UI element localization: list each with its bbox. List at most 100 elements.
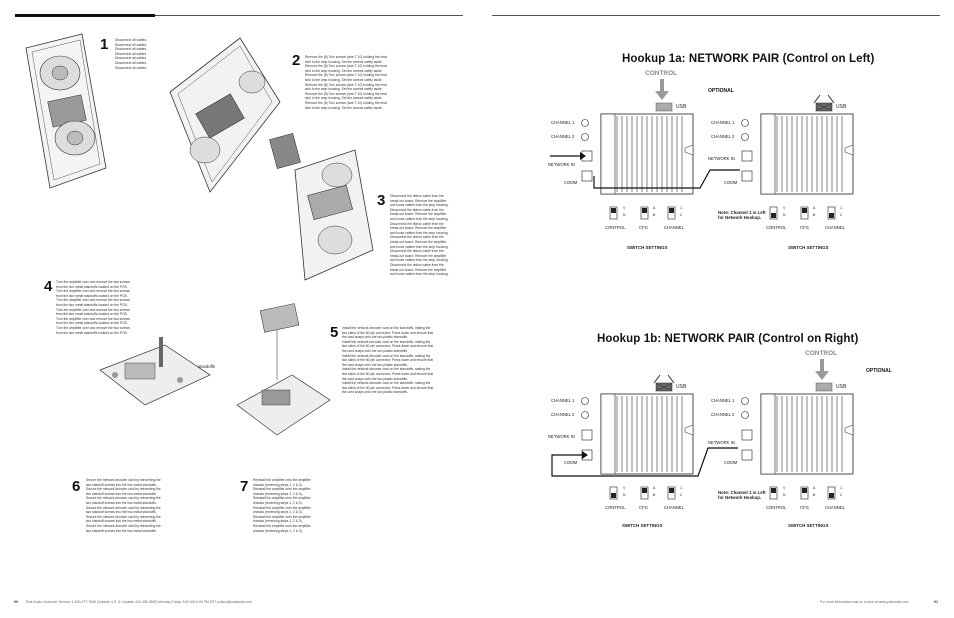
switch-cfg-label: CFG — [639, 225, 648, 230]
switch-mark: A — [813, 486, 816, 490]
switch-mark: 2 — [680, 493, 682, 497]
switch-control-label: CONTROL — [605, 505, 626, 510]
switch-mark: A — [813, 206, 816, 210]
step1-illustration — [25, 33, 107, 189]
switch-control — [609, 486, 618, 500]
usb-label: USB — [676, 384, 687, 390]
footer: For more information visit us on-line at… — [820, 600, 909, 604]
optional-arrow-icon — [813, 94, 835, 104]
network-cable — [550, 152, 740, 189]
comm-label: COMM — [564, 460, 578, 465]
switch-mark: B — [653, 493, 656, 497]
usb-label: USB — [836, 384, 847, 390]
switch-cfg — [640, 206, 649, 220]
network-in-label: NETWORK IN — [708, 156, 735, 161]
switch-cfg — [640, 486, 649, 500]
comm-label: COMM — [564, 180, 578, 185]
hookup-title: Hookup 1a: NETWORK PAIR (Control on Left… — [622, 53, 875, 65]
switch-mark: 2 — [840, 493, 842, 497]
control-arrow-icon — [815, 359, 829, 380]
switch-mark: 1 — [680, 486, 682, 490]
optional-label: OPTIONAL — [708, 88, 734, 94]
step2-illustration — [169, 37, 281, 193]
step4-illustration — [99, 337, 211, 406]
switch-cfg-label: CFG — [639, 505, 648, 510]
usb-port-right — [815, 102, 833, 112]
switch-channel-label: CHANNEL — [664, 225, 685, 230]
top-rule-thick — [15, 14, 155, 17]
switch-channel — [827, 486, 836, 500]
switch-mark: B — [813, 493, 816, 497]
switch-cfg — [800, 206, 809, 220]
control-label: CONTROL — [805, 350, 838, 357]
amplifier-left — [600, 113, 694, 195]
channel-jack-icon — [581, 119, 589, 141]
switch-cfg-label: CFG — [800, 225, 809, 230]
optional-arrow-icon — [653, 374, 675, 384]
top-rule-right — [492, 15, 940, 16]
switch-mark: N — [783, 213, 786, 217]
usb-label: USB — [836, 104, 847, 110]
control-arrow-icon — [655, 79, 669, 100]
switch-control-label: CONTROL — [766, 505, 787, 510]
switch-control — [769, 206, 778, 220]
switch-mark: 1 — [680, 206, 682, 210]
switch-mark: 2 — [680, 213, 682, 217]
step-number: 7 — [240, 478, 249, 495]
step-text: Disconnect the ribbon cable from the bre… — [390, 194, 449, 277]
network-port-icon — [741, 150, 753, 182]
switch-mark: V — [623, 486, 626, 490]
step-number: 6 — [72, 478, 81, 495]
channel-jack-icon — [741, 397, 749, 419]
step-number: 3 — [377, 192, 386, 209]
step-number: 1 — [100, 36, 109, 53]
page-number: 00 — [14, 600, 18, 604]
amplifier-right — [760, 113, 854, 195]
usb-port-right — [815, 382, 833, 392]
usb-label: USB — [676, 104, 687, 110]
step-number: 2 — [292, 52, 301, 69]
switch-settings-label: SWITCH SETTINGS — [788, 245, 829, 250]
switch-channel-label: CHANNEL — [825, 225, 846, 230]
switch-control — [609, 206, 618, 220]
switch-mark: B — [813, 213, 816, 217]
network-note: Note: Channel 1 is Left for Network Hook… — [718, 490, 766, 500]
switch-control-label: CONTROL — [605, 225, 626, 230]
switch-mark: A — [653, 206, 656, 210]
channel-1-label: CHANNEL 1 — [711, 398, 735, 403]
network-cable — [551, 447, 738, 477]
switch-mark: B — [653, 213, 656, 217]
switch-channel-label: CHANNEL — [825, 505, 846, 510]
step5-illustration — [236, 303, 331, 436]
comm-label: COMM — [724, 180, 738, 185]
step-text: Disconnect all cables. Disconnect all ca… — [115, 38, 147, 70]
network-port-icon — [741, 429, 753, 461]
channel-2-label: CHANNEL 2 — [711, 412, 735, 417]
channel-2-label: CHANNEL 2 — [551, 134, 575, 139]
step-text: Remove the (8) Torx screws (size T-10) h… — [305, 55, 387, 110]
switch-channel — [667, 486, 676, 500]
switch-mark: N — [783, 493, 786, 497]
channel-1-label: CHANNEL 1 — [711, 120, 735, 125]
step-number: 5 — [330, 324, 339, 341]
switch-settings-label: SWITCH SETTINGS — [788, 523, 829, 528]
comm-label: COMM — [724, 460, 738, 465]
switch-control — [769, 486, 778, 500]
switch-mark: 2 — [840, 213, 842, 217]
channel-2-label: CHANNEL 2 — [711, 134, 735, 139]
amplifier-right — [760, 393, 854, 475]
channel-2-label: CHANNEL 2 — [551, 412, 575, 417]
step-text: Reinstall the amplifier onto the amplifi… — [253, 478, 311, 533]
control-label: CONTROL — [645, 70, 678, 77]
switch-mark: V — [783, 206, 786, 210]
top-rule-left — [155, 15, 463, 16]
switch-mark: 1 — [840, 206, 842, 210]
step-text: Turn the amplifier over and remove the t… — [56, 280, 130, 335]
switch-settings-label: SWITCH SETTINGS — [627, 245, 668, 250]
channel-jack-icon — [741, 119, 749, 141]
switch-mark: N — [623, 493, 626, 497]
step-number: 4 — [44, 278, 53, 295]
switch-mark: V — [783, 486, 786, 490]
step-text: Secure the network decoder card by reins… — [86, 478, 161, 533]
network-in-label: NETWORK IN — [548, 162, 575, 167]
